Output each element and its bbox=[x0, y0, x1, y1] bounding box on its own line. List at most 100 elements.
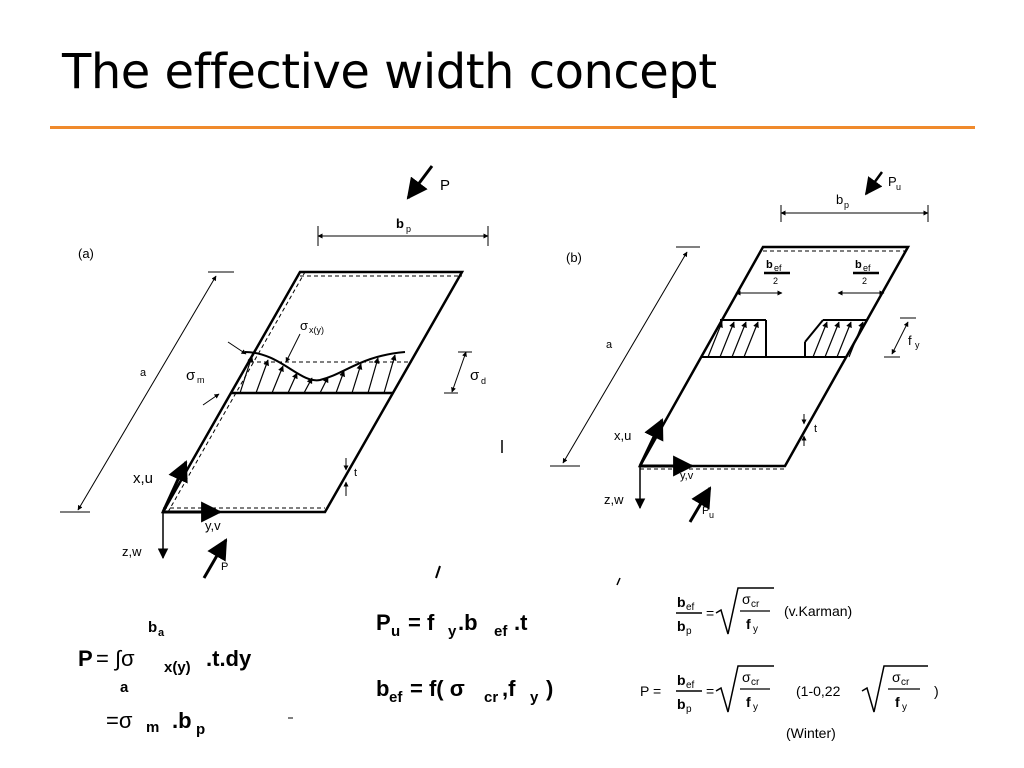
sigma-d-dimension bbox=[451, 351, 467, 393]
svg-text:ef: ef bbox=[774, 263, 782, 273]
svg-text:.b: .b bbox=[172, 708, 192, 733]
svg-text:.t.dy: .t.dy bbox=[206, 646, 252, 671]
svg-text:y: y bbox=[753, 624, 758, 635]
uniform-stress-arrows bbox=[707, 321, 864, 358]
y-axis-label-b: y,v bbox=[680, 470, 694, 482]
figure-a-tag: (a) bbox=[78, 246, 94, 261]
svg-text:y: y bbox=[753, 702, 758, 713]
length-dimension bbox=[77, 275, 217, 511]
svg-text:ef: ef bbox=[389, 689, 403, 706]
svg-text:b: b bbox=[148, 619, 157, 636]
svg-text:ef: ef bbox=[686, 602, 695, 613]
sigma-xy-label: σ bbox=[300, 318, 308, 333]
x-axis-arrow bbox=[161, 460, 188, 513]
load-arrow-b-bottom bbox=[688, 486, 712, 523]
equation-karman: b ef b p = σ cr f y (v.Karman) bbox=[676, 587, 852, 637]
svg-text:b: b bbox=[677, 696, 686, 712]
winter-label: (Winter) bbox=[786, 725, 836, 741]
equation-integral: b a P = ∫σ x(y) .t.dy a =σ m .b p bbox=[78, 619, 252, 738]
svg-text:b: b bbox=[677, 672, 686, 688]
slide-title: The effective width concept bbox=[62, 44, 717, 100]
svg-text:σ: σ bbox=[892, 669, 901, 685]
svg-text:(1-0,22: (1-0,22 bbox=[796, 683, 841, 699]
svg-text:b: b bbox=[766, 259, 773, 271]
width-label-b-sub: p bbox=[844, 200, 849, 210]
sigma-m-sub: m bbox=[197, 375, 205, 385]
svg-text:ef: ef bbox=[863, 263, 871, 273]
svg-text:b: b bbox=[855, 259, 862, 271]
load-label-b-bottom-sub: u bbox=[709, 510, 714, 520]
svg-text:P: P bbox=[78, 646, 93, 671]
sigma-d-sub: d bbox=[481, 376, 486, 386]
length-label: a bbox=[140, 367, 147, 379]
sigma-xy-sub: x(y) bbox=[309, 325, 324, 335]
svg-text:p: p bbox=[196, 721, 205, 738]
load-label-b-bottom: P bbox=[702, 505, 709, 517]
svg-text:b: b bbox=[677, 618, 686, 634]
svg-text:u: u bbox=[391, 623, 400, 640]
svg-text:f: f bbox=[895, 694, 900, 710]
equation-bef: b ef = f( σ cr ,f y ) bbox=[376, 676, 553, 706]
svg-text:.t: .t bbox=[514, 610, 528, 635]
z-axis-label-b: z,w bbox=[604, 492, 624, 507]
svg-text:y: y bbox=[448, 623, 457, 640]
y-axis-label: y,v bbox=[205, 518, 221, 533]
svg-text:=σ: =σ bbox=[106, 708, 133, 733]
load-label-b-sub: u bbox=[896, 182, 901, 192]
bef-half-right: b ef 2 bbox=[837, 259, 885, 296]
thickness-label: t bbox=[354, 467, 357, 479]
load-label-bottom: P bbox=[221, 561, 228, 573]
svg-text:y: y bbox=[902, 702, 907, 713]
stress-distribution-curve bbox=[244, 351, 406, 382]
svg-text:ef: ef bbox=[686, 680, 695, 691]
z-axis-label: z,w bbox=[122, 544, 142, 559]
svg-text:cr: cr bbox=[484, 689, 498, 706]
svg-text:f: f bbox=[746, 694, 751, 710]
svg-text:,f: ,f bbox=[502, 676, 516, 701]
svg-text:= ∫σ: = ∫σ bbox=[96, 646, 135, 671]
karman-label: (v.Karman) bbox=[784, 603, 852, 619]
equation-pu: P u = f y .b ef .t bbox=[376, 610, 528, 640]
svg-text:cr: cr bbox=[751, 599, 760, 610]
svg-text:σ: σ bbox=[742, 591, 751, 607]
figure-b: (b) P u b p bbox=[550, 171, 929, 586]
width-label-sub: p bbox=[406, 224, 411, 234]
svg-text:a: a bbox=[120, 679, 129, 696]
svg-text:): ) bbox=[934, 683, 939, 699]
x-axis-arrow-b bbox=[638, 418, 664, 467]
sigma-m-label: σ bbox=[186, 367, 196, 384]
svg-text:a: a bbox=[158, 627, 165, 639]
length-dimension-b bbox=[562, 251, 688, 464]
svg-text:ef: ef bbox=[494, 623, 508, 640]
load-arrow bbox=[406, 165, 434, 200]
load-label-b: P bbox=[888, 174, 897, 189]
svg-text:b: b bbox=[376, 676, 389, 701]
svg-text:): ) bbox=[546, 676, 553, 701]
equation-winter: P = b ef b p = σ cr f y (1-0,22 σ cr f y… bbox=[640, 665, 939, 741]
svg-text:P =: P = bbox=[640, 683, 661, 699]
svg-text:=: = bbox=[706, 605, 714, 621]
svg-text:y: y bbox=[530, 689, 539, 706]
stress-arrows bbox=[239, 354, 397, 394]
svg-text:m: m bbox=[146, 719, 159, 736]
svg-text:p: p bbox=[686, 626, 692, 637]
x-axis-label: x,u bbox=[133, 470, 153, 487]
load-arrow-bottom bbox=[202, 538, 228, 579]
x-axis-label-b: x,u bbox=[614, 428, 631, 443]
svg-text:2: 2 bbox=[862, 276, 867, 286]
svg-text:= f( σ: = f( σ bbox=[410, 676, 465, 701]
sigma-d-label: σ bbox=[470, 367, 480, 384]
svg-text:P: P bbox=[376, 610, 391, 635]
svg-text:x(y): x(y) bbox=[164, 659, 191, 676]
fy-label: f bbox=[908, 333, 912, 348]
svg-text:.b: .b bbox=[458, 610, 478, 635]
svg-text:cr: cr bbox=[901, 677, 910, 688]
svg-text:b: b bbox=[677, 594, 686, 610]
width-label: b bbox=[396, 216, 404, 231]
load-arrow-b bbox=[864, 171, 884, 196]
bef-half-left: b ef 2 bbox=[735, 259, 790, 296]
svg-text:= f: = f bbox=[408, 610, 435, 635]
thickness-label-b: t bbox=[814, 423, 817, 435]
figure-b-tag: (b) bbox=[566, 250, 582, 265]
